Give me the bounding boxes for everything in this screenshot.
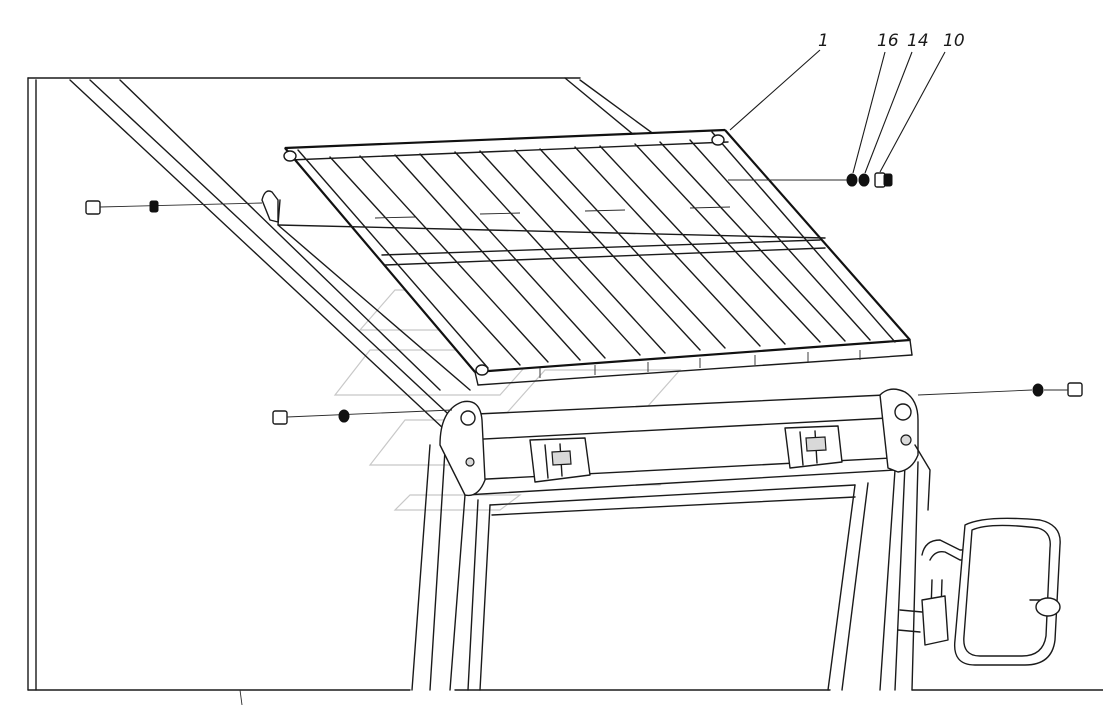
callout-1: 1 (818, 31, 829, 51)
bolt-left-lower (272, 409, 453, 425)
callout-16: 16 (877, 31, 899, 51)
callout-14: 14 (907, 31, 929, 51)
fastener-set-upper-right (728, 172, 893, 188)
cab-body (27, 77, 1103, 706)
callout-leaders (729, 49, 946, 174)
fastener-set-right (917, 382, 1083, 397)
front-header-beam (439, 388, 931, 511)
bolt-left-upper (85, 200, 263, 215)
beam-clip-left (529, 437, 591, 483)
side-mirror (897, 517, 1061, 666)
rack-slats (329, 139, 871, 366)
callout-10: 10 (943, 31, 965, 51)
beam-clip-right (784, 425, 843, 469)
roof-rack (261, 128, 913, 391)
